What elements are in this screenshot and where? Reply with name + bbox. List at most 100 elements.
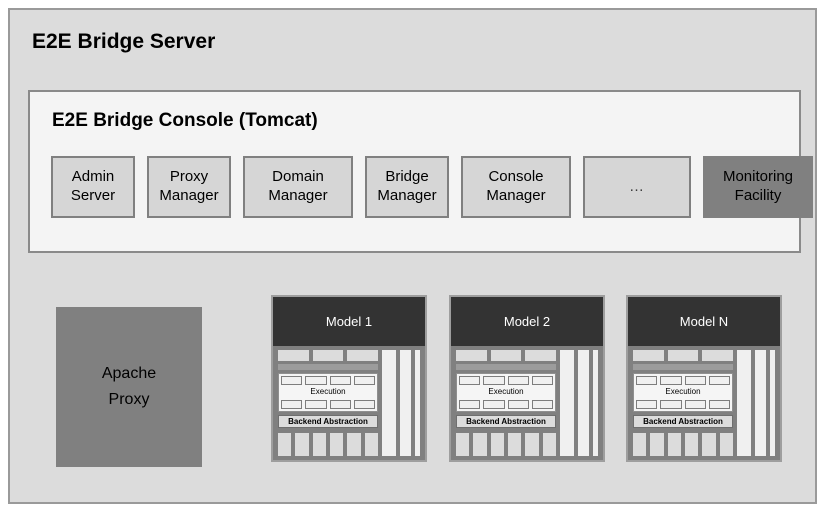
model-side-columns: [560, 350, 598, 456]
execution-panel: Execution: [278, 372, 378, 412]
execution-chip: [708, 399, 730, 409]
execution-chip: [353, 399, 375, 409]
backend-connector-row: [278, 432, 378, 457]
console-cell-label-line1: Proxy: [169, 168, 209, 186]
model-header: Model 1: [273, 297, 425, 346]
execution-bottom-strip: [281, 399, 375, 409]
interface-row: [633, 350, 734, 362]
interface-cell: [278, 350, 309, 362]
console-cell-label-line1: Domain: [272, 168, 324, 186]
execution-panel: Execution: [633, 372, 733, 412]
execution-chip: [531, 399, 553, 409]
interface-row: [456, 350, 557, 362]
execution-chip: [353, 375, 375, 385]
execution-chip: [636, 375, 658, 385]
backend-connector: [719, 432, 733, 457]
console-cell-domain-manager[interactable]: Domain Manager: [243, 156, 353, 218]
execution-chip: [660, 375, 682, 385]
execution-top-strip: [281, 375, 375, 385]
model-side-columns: [382, 350, 420, 456]
execution-chip: [684, 375, 706, 385]
e2e-bridge-console-panel: E2E Bridge Console (Tomcat) Admin Server…: [28, 90, 813, 253]
backend-connector: [525, 432, 539, 457]
server-title: E2E Bridge Server: [32, 30, 216, 53]
interface-cell: [702, 350, 734, 362]
execution-chip: [459, 399, 481, 409]
execution-label: Execution: [310, 387, 346, 397]
execution-bottom-strip: [636, 399, 730, 409]
model-block-model-n[interactable]: Model N: [626, 295, 782, 462]
execution-bottom-strip: [459, 399, 553, 409]
model-header: Model N: [628, 297, 780, 346]
execution-chip: [483, 375, 505, 385]
backend-connector: [650, 432, 664, 457]
backend-connector: [329, 432, 344, 457]
side-column: [770, 350, 775, 456]
console-cell-bridge-manager[interactable]: Bridge Manager: [365, 156, 449, 218]
model-body: Execution Backend Abstraction: [628, 346, 780, 460]
model-side-columns: [737, 350, 775, 456]
side-column: [560, 350, 574, 456]
model-header: Model 2: [451, 297, 603, 346]
model-block-model-1[interactable]: Model 1: [271, 295, 427, 462]
apache-proxy-box[interactable]: Apache Proxy: [56, 307, 202, 467]
console-cell-label-line2: Server: [70, 187, 116, 204]
model-title: Model N: [679, 314, 729, 329]
interface-cell: [525, 350, 557, 362]
model-body: Execution Backend Abstraction: [451, 346, 603, 460]
console-cell-label-line1: Admin: [71, 168, 115, 186]
execution-label: Execution: [665, 387, 701, 397]
interface-cell: [456, 350, 487, 362]
execution-panel: Execution: [456, 372, 556, 412]
backend-abstraction-bar: Backend Abstraction: [278, 414, 378, 428]
backend-connector: [456, 432, 470, 457]
execution-chip: [305, 399, 327, 409]
backend-connector: [542, 432, 556, 457]
model-stack: Execution Backend Abstraction: [456, 350, 557, 457]
backend-connector: [473, 432, 487, 457]
console-component-row: Admin Server Proxy Manager Domain Manage…: [51, 156, 813, 218]
execution-chip: [660, 399, 682, 409]
console-cell-label-line2: Manager: [268, 187, 328, 204]
separator-bar: [278, 364, 378, 370]
console-cell-monitoring-facility[interactable]: Monitoring Facility: [703, 156, 813, 218]
execution-top-strip: [459, 375, 553, 385]
console-cell-more[interactable]: …: [583, 156, 691, 218]
side-column: [593, 350, 598, 456]
console-cell-label-line2: Manager: [159, 187, 219, 204]
side-column: [415, 350, 420, 456]
execution-chip: [329, 399, 351, 409]
execution-chip: [531, 375, 553, 385]
model-block-model-2[interactable]: Model 2: [449, 295, 605, 462]
console-cell-label-line1: Monitoring: [722, 168, 794, 186]
side-column: [399, 350, 412, 456]
console-cell-label-line1: Bridge: [385, 168, 429, 186]
interface-cell: [633, 350, 664, 362]
backend-connector: [490, 432, 504, 457]
console-cell-console-manager[interactable]: Console Manager: [461, 156, 571, 218]
apache-proxy-label-line2: Proxy: [108, 391, 150, 408]
backend-abstraction-bar: Backend Abstraction: [633, 414, 733, 428]
backend-connector: [278, 432, 292, 457]
side-column: [577, 350, 590, 456]
side-column: [754, 350, 767, 456]
backend-connector: [347, 432, 361, 457]
interface-cell: [312, 350, 344, 362]
side-column: [382, 350, 396, 456]
backend-connector: [507, 432, 522, 457]
interface-cell: [490, 350, 522, 362]
console-cell-admin-server[interactable]: Admin Server: [51, 156, 135, 218]
model-title: Model 1: [325, 314, 373, 329]
execution-chip: [636, 399, 658, 409]
execution-chip: [329, 375, 351, 385]
backend-connector: [667, 432, 681, 457]
model-stack: Execution Backend Abstraction: [278, 350, 379, 457]
console-cell-label-line2: Manager: [486, 187, 546, 204]
console-cell-proxy-manager[interactable]: Proxy Manager: [147, 156, 231, 218]
execution-chip: [281, 375, 303, 385]
execution-chip: [507, 399, 529, 409]
console-cell-label-line2: Manager: [377, 187, 437, 204]
execution-chip: [305, 375, 327, 385]
backend-abstraction-bar: Backend Abstraction: [456, 414, 556, 428]
e2e-bridge-server-container: E2E Bridge Server E2E Bridge Console (To…: [8, 8, 817, 504]
